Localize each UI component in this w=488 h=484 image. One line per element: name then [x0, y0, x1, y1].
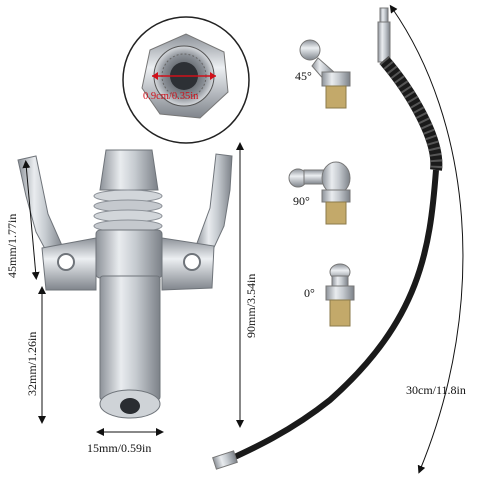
- fitting-90: [288, 161, 351, 225]
- fitting-0: [325, 263, 355, 327]
- angle-45-label: 45°: [295, 69, 312, 83]
- jaw-length-label: 45mm/1.77in: [5, 213, 19, 278]
- dimension-lines: [22, 4, 464, 474]
- body-length-label: 32mm/1.26in: [25, 331, 39, 396]
- grease-coupler: [17, 149, 233, 419]
- angle-0-label: 0°: [304, 286, 315, 300]
- thread-closeup-inset: [122, 16, 250, 144]
- total-length-label: 90mm/3.54in: [244, 273, 258, 338]
- hose-length-label: 30cm/11.8in: [406, 383, 466, 397]
- nozzle-diameter-label: 15mm/0.59in: [87, 441, 152, 455]
- thread-size-label: 0.9cm/0.35in: [143, 91, 199, 102]
- angle-90-label: 90°: [293, 194, 310, 208]
- fitting-45: [299, 39, 351, 109]
